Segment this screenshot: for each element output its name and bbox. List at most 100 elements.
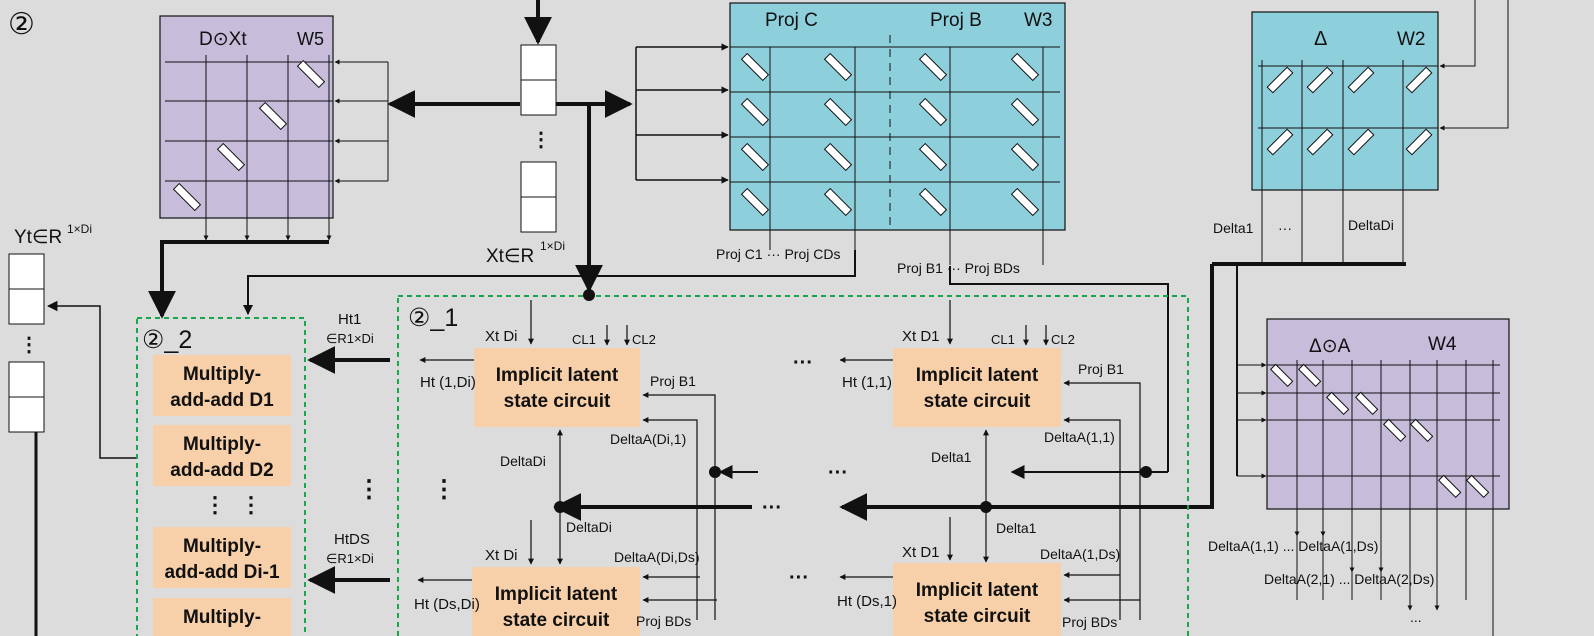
w2-title: W2 (1397, 29, 1426, 50)
multiply-add-block-1: Multiply- add-add D1 (153, 355, 291, 416)
circuit-1-deltaA-label: DeltaA(Di,1) (610, 431, 686, 447)
proj-b-label: Proj B (930, 10, 982, 31)
projb-middle-dots: ··· (828, 462, 848, 484)
multiply-add-block-2: Multiply- add-add D2 (153, 425, 291, 486)
w3-crossbar-array (729, 2, 1066, 265)
xt-dimension-sup: 1×Di (540, 239, 565, 253)
w2-crossbar-array (1251, 11, 1439, 262)
circuit-1-xt-label: Xt Di (485, 328, 518, 345)
circuit-1-cl2: CL2 (632, 332, 656, 347)
htds-dimension: ∈R1×Di (326, 551, 374, 566)
circuit-1-ht-label: Ht (1,Di) (420, 374, 476, 391)
w4-input-lines (1237, 362, 1267, 479)
circuit-2-xt-label: Xt D1 (902, 328, 940, 345)
ht-vertical-dots: ⋮ (357, 476, 381, 503)
implicit-latent-circuit-4: Implicit latent state circuit (893, 563, 1061, 636)
implicit-latent-circuit-3: Implicit latent state circuit (472, 567, 640, 636)
circuit-3-ht-label: Ht (Ds,Di) (414, 596, 480, 613)
deltaA-output-row3: ... (1410, 609, 1422, 625)
circuit-1-deltaA-line (642, 417, 698, 620)
circuit-4-delta-label: Delta1 (996, 520, 1037, 536)
circuit-2-deltaA-label: DeltaA(1,1) (1044, 429, 1115, 445)
w2-input-lines (1439, 0, 1509, 131)
svg-text:add-add D1: add-add D1 (170, 390, 274, 411)
circuit-2-cl1: CL1 (991, 332, 1015, 347)
implicit-latent-circuit-2: Implicit latent state circuit (893, 348, 1061, 427)
proj-c-feed-line (243, 250, 856, 315)
circuit-3-delta-label: DeltaDi (566, 519, 612, 535)
w5-input-lines (334, 59, 389, 184)
multiply-dots-right: ⋮ (240, 492, 262, 517)
circuit-1-delta-label: DeltaDi (500, 453, 546, 469)
circuit-4-projb-label: Proj BDs (1062, 614, 1117, 630)
circuit-2-projb-label: Proj B1 (1078, 361, 1124, 377)
circuit-3-xt-label: Xt Di (485, 547, 518, 564)
circuit-vertical-dots: ⋮ (432, 476, 456, 503)
delta-output-dots: ··· (1278, 220, 1292, 236)
circuit-4-xt-label: Xt D1 (902, 544, 940, 561)
circuit-3-projb-label: Proj BDs (636, 613, 691, 629)
multiply-to-yt-line (46, 300, 136, 459)
circuit-4-left-dots: ··· (789, 567, 809, 589)
yt-dimension-label: Yt∈R (14, 227, 62, 248)
yt-vector: ⋮ (8, 253, 45, 433)
w2-delta-label: Δ (1314, 28, 1327, 50)
proj-c-output-label: Proj C1 ··· Proj CDs (716, 246, 840, 262)
w5-input-label: D⊙Xt (199, 29, 247, 50)
circuit-2-left-dots: ··· (793, 352, 813, 374)
delta-1-output: Delta1 (1213, 220, 1254, 236)
section-2-2-border (136, 317, 306, 636)
w5-to-multiply-bus (148, 240, 329, 319)
deltaA-output-row2: DeltaA(2,1) ... DeltaA(2,Ds) (1264, 571, 1434, 587)
svg-text:state circuit: state circuit (924, 606, 1031, 627)
deltaA-output-row1: DeltaA(1,1) ... DeltaA(1,Ds) (1208, 538, 1378, 554)
circuit-1-projb-line (642, 392, 716, 620)
w5-output-lines (203, 218, 332, 241)
circuit-1-projb-label: Proj B1 (650, 373, 696, 389)
delta-bus-dots: ··· (762, 497, 782, 519)
section-number: ② (8, 8, 35, 41)
projb-junction-right (1140, 466, 1152, 478)
circuit-2-projb-line (1063, 380, 1141, 620)
circuit-2-delta-label: Delta1 (931, 449, 972, 465)
circuit-3-deltaA-label: DeltaA(Di,Ds) (614, 549, 700, 565)
proj-c-label: Proj C (765, 10, 818, 31)
w3-input-lines (635, 43, 729, 184)
section-2-2-label: ②_2 (142, 326, 192, 354)
svg-text:Multiply-: Multiply- (183, 364, 261, 385)
multiply-add-block-4: Multiply- (153, 598, 291, 636)
proj-b-feed-line (949, 266, 1169, 472)
delta-main-bus (839, 264, 1214, 521)
circuit-4-ht-label: Ht (Ds,1) (837, 593, 897, 610)
ht1-label: Ht1 (338, 311, 361, 328)
circuit-4-deltaA-label: DeltaA(1,Ds) (1040, 546, 1120, 562)
proj-b-output-label: Proj B1 ··· Proj BDs (897, 260, 1020, 276)
svg-text:Multiply-: Multiply- (183, 607, 261, 628)
svg-text:add-add D2: add-add D2 (170, 460, 273, 481)
w5-crossbar-array (159, 15, 334, 236)
xt-dimension-label: Xt∈R (486, 246, 534, 267)
implicit-latent-circuit-1: Implicit latent state circuit (474, 348, 640, 427)
svg-text:⋮: ⋮ (19, 334, 39, 356)
circuit-2-deltaA-line (1063, 417, 1121, 620)
svg-text:⋮: ⋮ (531, 129, 551, 151)
yt-dimension-sup: 1×Di (67, 222, 92, 236)
delta-di-output: DeltaDi (1348, 217, 1394, 233)
svg-text:state circuit: state circuit (924, 391, 1031, 412)
svg-text:Multiply-: Multiply- (183, 536, 261, 557)
xt-vector: ⋮ (520, 44, 557, 233)
svg-text:Multiply-: Multiply- (183, 434, 261, 455)
svg-text:Implicit latent: Implicit latent (495, 584, 618, 605)
section-2-1-label: ②_1 (408, 304, 458, 332)
w4-output-arrows (1294, 509, 1440, 611)
ht1-dimension: ∈R1×Di (326, 331, 374, 346)
htds-label: HtDS (334, 531, 370, 548)
xt-junction-dot (583, 289, 595, 301)
multiply-add-block-3: Multiply- add-add Di-1 (153, 527, 291, 588)
svg-text:add-add Di-1: add-add Di-1 (164, 562, 279, 583)
w4-delta-a-label: Δ⊙A (1309, 336, 1351, 357)
circuit-2-cl2: CL2 (1051, 332, 1075, 347)
multiply-dots-left: ⋮ (204, 492, 226, 517)
svg-text:Implicit latent: Implicit latent (916, 365, 1039, 386)
projb-junction-left (709, 466, 721, 478)
